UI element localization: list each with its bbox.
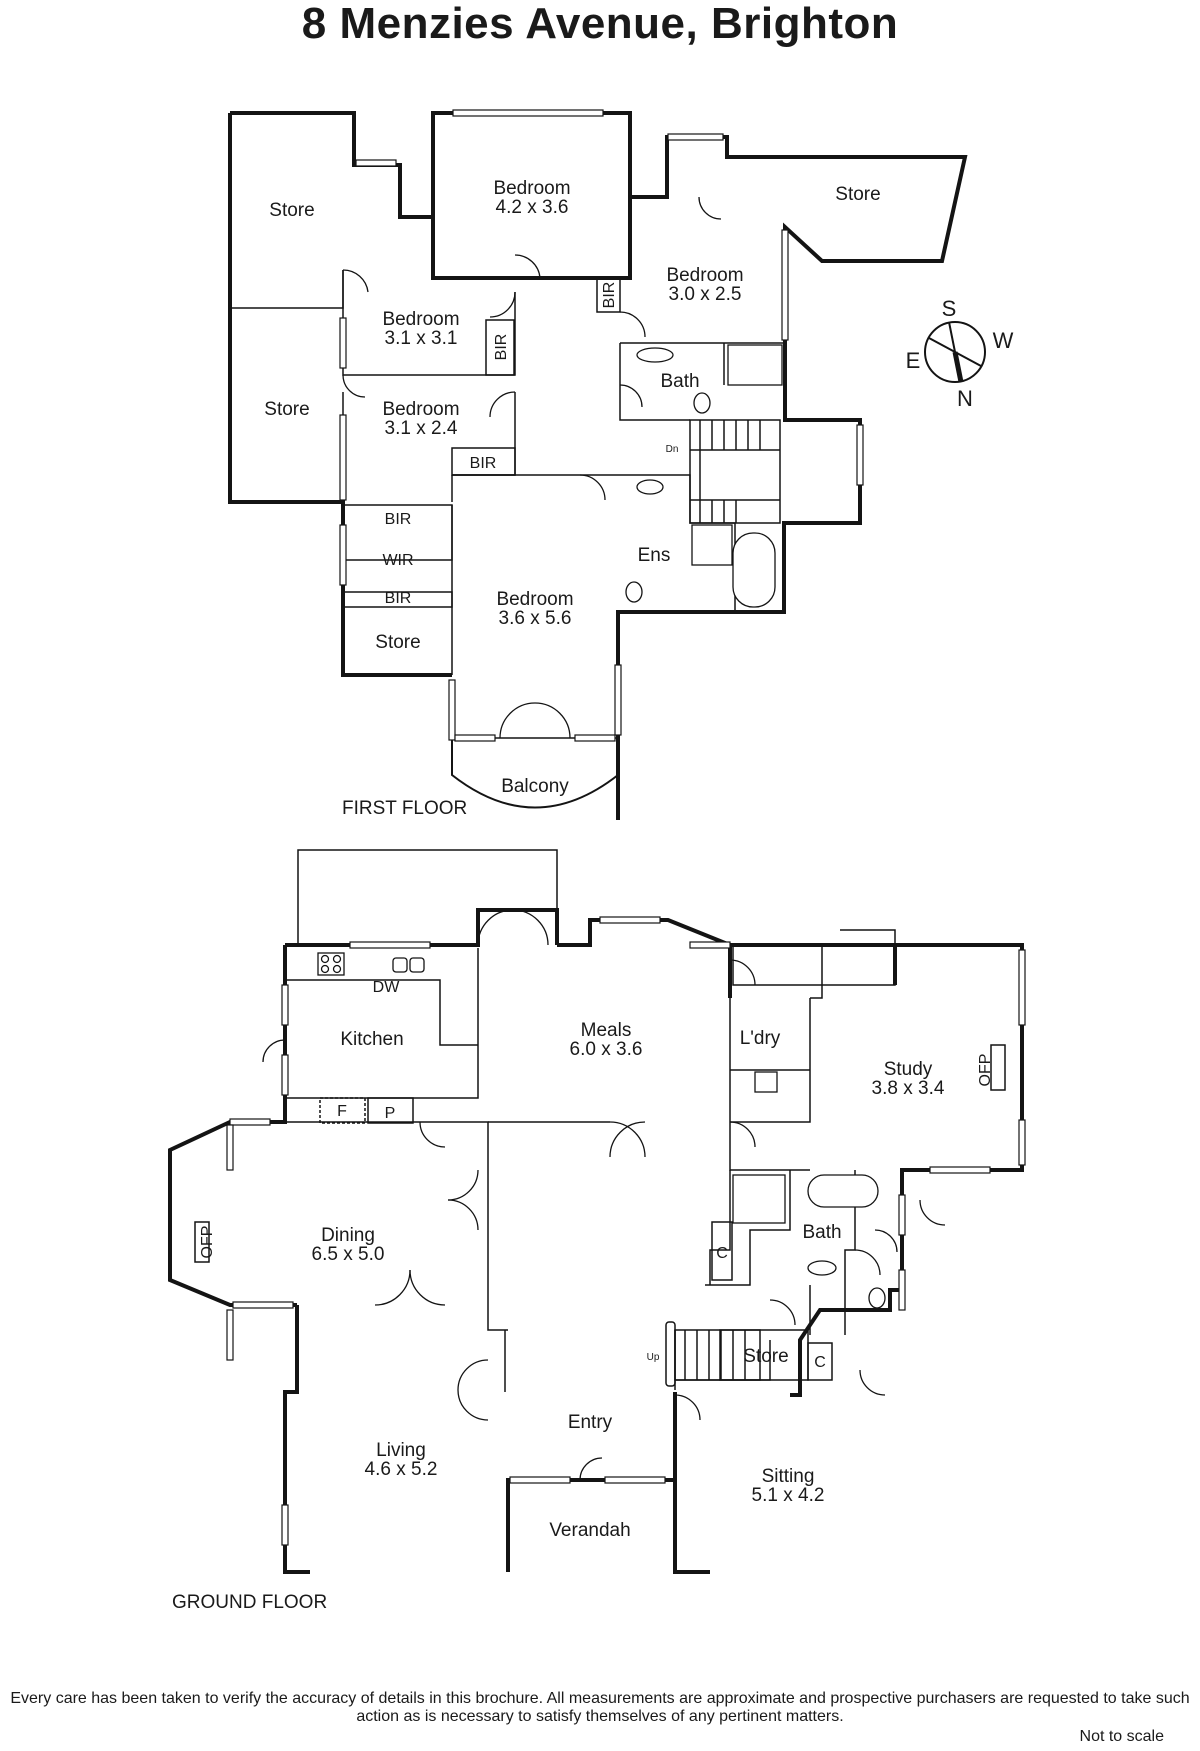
room-label: Meals: [581, 1020, 632, 1041]
room-label: WIR: [382, 552, 413, 569]
room-label: Bedroom: [496, 589, 573, 610]
room-label: Bedroom: [382, 309, 459, 330]
room-size: 4.2 x 3.6: [496, 197, 569, 218]
shower-icon: [727, 344, 783, 386]
compass-south: S: [942, 296, 957, 321]
room-label: Bath: [660, 371, 699, 392]
closet-label: BIR: [493, 334, 510, 361]
room-label: Bath: [802, 1222, 841, 1243]
sink-icon: [409, 957, 425, 973]
room-label: Bedroom: [493, 178, 570, 199]
cupboard-label: C: [716, 1245, 728, 1262]
room-size: 3.8 x 3.4: [872, 1078, 945, 1099]
room-size: 6.0 x 3.6: [570, 1039, 643, 1060]
shower-icon: [691, 524, 733, 566]
laundry-tub-icon: [754, 1071, 778, 1093]
room-size: 5.1 x 4.2: [752, 1485, 825, 1506]
room-label: Store: [375, 632, 420, 653]
room-label: Bedroom: [666, 265, 743, 286]
ground-floor-stairs: [665, 1321, 761, 1387]
appliance-label: F: [337, 1103, 347, 1120]
first-floor-plan: Store Store Store Store Bedroom 4.2 x 3.…: [228, 109, 968, 820]
ground-floor-plan: Kitchen DW F P Meals 6.0 x 3.6 L'dry Stu…: [168, 849, 1026, 1613]
sink-icon: [392, 957, 408, 973]
closet-label: BIR: [385, 511, 412, 528]
compass-north: N: [957, 386, 973, 411]
closet-label: BIR: [601, 282, 618, 309]
room-label: Ens: [638, 545, 671, 566]
cupboard-label: C: [814, 1354, 826, 1371]
appliance-label: DW: [373, 979, 401, 996]
first-floor-stairs: [689, 419, 781, 524]
room-size: 3.6 x 5.6: [499, 608, 572, 629]
toilet-icon: [625, 581, 643, 603]
room-label: Living: [376, 1440, 426, 1461]
page-title: 8 Menzies Avenue, Brighton: [301, 0, 899, 48]
toilet-icon: [868, 1287, 886, 1309]
room-label: Store: [269, 200, 314, 221]
scale-note: Not to scale: [1079, 1728, 1164, 1745]
basin-icon: [807, 1260, 837, 1276]
bathtub-icon: [732, 532, 776, 608]
room-label: Store: [264, 399, 309, 420]
stairs-label: Dn: [666, 444, 679, 455]
room-label: Study: [884, 1059, 933, 1080]
basin-icon: [636, 479, 664, 495]
room-label: Dining: [321, 1225, 375, 1246]
compass-icon: S W E N: [906, 296, 1014, 411]
fireplace-label: OFP: [977, 1054, 994, 1087]
floor-label: GROUND FLOOR: [172, 1592, 327, 1613]
closet-label: BIR: [470, 455, 497, 472]
room-label: Balcony: [501, 776, 569, 797]
room-label: L'dry: [740, 1028, 781, 1049]
shower-icon: [732, 1174, 786, 1224]
room-label: Entry: [568, 1412, 613, 1433]
closet-label: BIR: [385, 590, 412, 607]
room-label: Sitting: [762, 1466, 815, 1487]
room-label: Bedroom: [382, 399, 459, 420]
fireplace-label: OFP: [199, 1226, 216, 1259]
room-label: Store: [835, 184, 880, 205]
room-size: 3.0 x 2.5: [669, 284, 742, 305]
room-size: 3.1 x 2.4: [385, 418, 458, 439]
room-label: Store: [743, 1346, 788, 1367]
cupboard-label: P: [385, 1105, 396, 1122]
room-size: 3.1 x 3.1: [385, 328, 458, 349]
room-size: 6.5 x 5.0: [312, 1244, 385, 1265]
room-label: Kitchen: [340, 1029, 403, 1050]
bathtub-icon: [807, 1174, 879, 1208]
stairs-label: Up: [647, 1352, 660, 1363]
toilet-icon: [693, 392, 711, 414]
floor-label: FIRST FLOOR: [342, 798, 467, 819]
disclaimer-text: Every care has been taken to verify the …: [10, 1690, 1190, 1725]
compass-west: W: [993, 328, 1014, 353]
room-label: Verandah: [549, 1520, 630, 1541]
compass-east: E: [906, 348, 921, 373]
basin-icon: [636, 347, 674, 363]
room-size: 4.6 x 5.2: [365, 1459, 438, 1480]
